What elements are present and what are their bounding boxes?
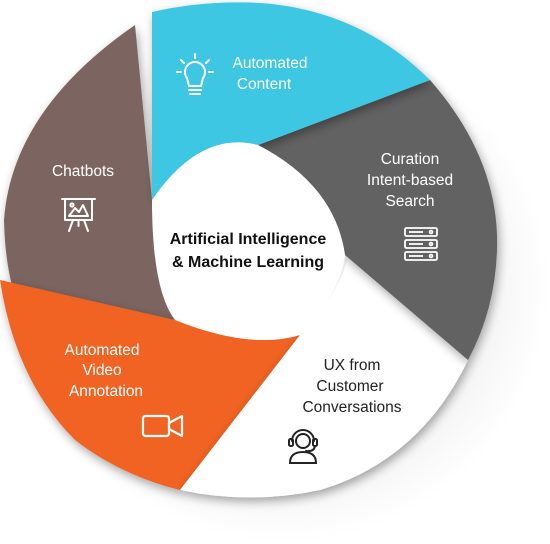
lightbulb-icon <box>176 53 214 95</box>
label-line: Chatbots <box>52 163 114 180</box>
label-line: Search <box>385 193 434 210</box>
segment-curation-search-label: Curation Intent-based Search <box>367 151 453 210</box>
label-line: Content <box>237 76 292 93</box>
database-list-icon <box>404 227 438 261</box>
label-line: Annotation <box>69 383 143 400</box>
center-hub-face <box>152 142 345 340</box>
label-line: Curation <box>381 151 440 168</box>
segment-chatbots-label: Chatbots <box>52 163 114 180</box>
label-line: Intent-based <box>367 172 453 189</box>
label-line: UX from <box>324 357 381 374</box>
label-line: Video <box>82 362 121 379</box>
segment-chatbots <box>4 25 210 325</box>
segment-automated-content <box>152 2 430 201</box>
segment-curation-search <box>258 80 498 360</box>
segment-automated-content-label: Automated Content <box>233 55 308 93</box>
center-title-line1: Artificial Intelligence <box>170 231 327 248</box>
presentation-board-icon <box>61 198 96 232</box>
label-line: Automated <box>65 342 140 359</box>
segment-video-annotation-label: Automated Video Annotation <box>65 342 144 400</box>
segment-ux-conversations-label: UX from Customer Conversations <box>302 357 401 416</box>
label-line: Customer <box>316 378 383 395</box>
headset-agent-icon <box>288 429 318 464</box>
center-title-line2: & Machine Learning <box>172 254 324 271</box>
video-camera-icon <box>141 414 184 438</box>
label-line: Automated <box>233 55 308 72</box>
segment-ux-conversations <box>180 250 468 498</box>
label-line: Conversations <box>302 399 401 416</box>
segment-video-annotation <box>0 280 300 490</box>
